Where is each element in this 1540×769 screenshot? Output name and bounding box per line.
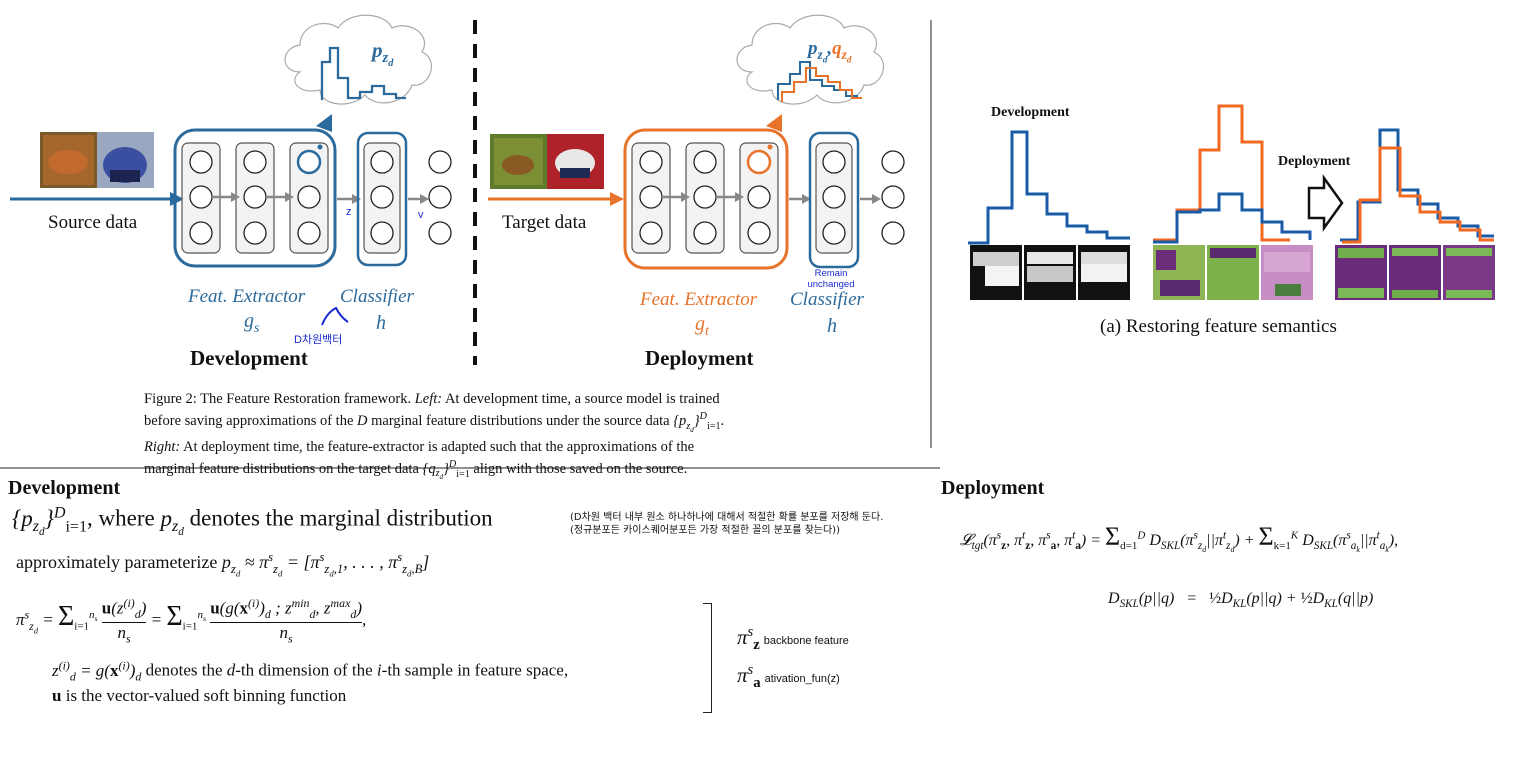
annotation-d-vector: D차원백터 [294,334,343,346]
pi-a-note: πsa ativation_fun(z) [737,662,840,692]
arrow-icon [1307,174,1344,232]
dep-classifier-box [808,131,860,269]
target-images [490,134,604,189]
pi-z-note: πsz backbone feature [737,624,849,654]
right-dev-label: Development [991,105,1070,120]
dep-title: Deployment [645,346,754,370]
dep-feature-patches [1153,245,1313,300]
dep-feat-extractor-label: Feat. Extractor [640,289,758,310]
dep-h-label: h [827,315,837,337]
dev-title: Development [190,346,308,370]
notes-denotes: z(i)d = g(x(i))d denotes the d-th dimens… [52,658,569,684]
dev-gs-label: gs [244,310,260,336]
dep-feature-extractor-box [623,128,789,270]
notes-dep-heading: Deployment [941,477,1045,499]
source-images [40,132,154,188]
skl-formula: DSKL(p||q) = ½DKL(p||q) + ½DKL(q||p) [1108,590,1374,611]
dev-classifier-label: Classifier [340,286,414,307]
notes-approx: approximately parameterize pzd ≈ πszd = … [16,550,430,579]
dep-classifier-label: Classifier [790,289,864,310]
dev-feature-extractor-box [173,128,337,268]
bracket [703,603,712,713]
framework-diagram [0,14,940,469]
notes-line-1: {pzd}Di=1, where pzd denotes the margina… [12,504,493,539]
dev-feat-extractor-label: Feat. Extractor [188,286,306,307]
dev-h-label: h [376,312,386,334]
target-data-label: Target data [502,212,587,233]
annotation-remain-unchanged: Remain unchanged [807,268,855,290]
right-dep-label: Deployment [1278,154,1351,169]
v-label: v [418,209,424,221]
restoring-semantics-figure [968,104,1495,300]
right-caption: (a) Restoring feature semantics [1100,316,1337,337]
notes-pi-formula: πszd = Σi=1ns u(z(i)d)ns = Σi=1ns u(g(x(… [16,596,367,646]
source-data-label: Source data [48,212,138,233]
restored-feature-patches [1335,245,1495,300]
figure-caption: Figure 2: The Feature Restoration framew… [144,391,725,482]
cloud-right-label: pzd,qzd [808,38,852,66]
z-label: z [346,206,352,218]
dep-gt-label: gt [695,313,709,339]
korean-note: (D차원 백터 내부 원소 하나하나에 대해서 적절한 확률 분포를 저장해 둔… [570,512,884,536]
notes-dev-heading: Development [8,477,121,499]
dev-feature-patches [970,245,1130,300]
dev-classifier-box [356,131,408,267]
notes-u: u is the vector-valued soft binning func… [52,686,347,705]
cloud-left-label: pzd [372,38,394,70]
loss-formula: 𝓛tgt(πsz, πtz, πsa, πta) = Σd=1D DSKL(πs… [960,522,1399,555]
